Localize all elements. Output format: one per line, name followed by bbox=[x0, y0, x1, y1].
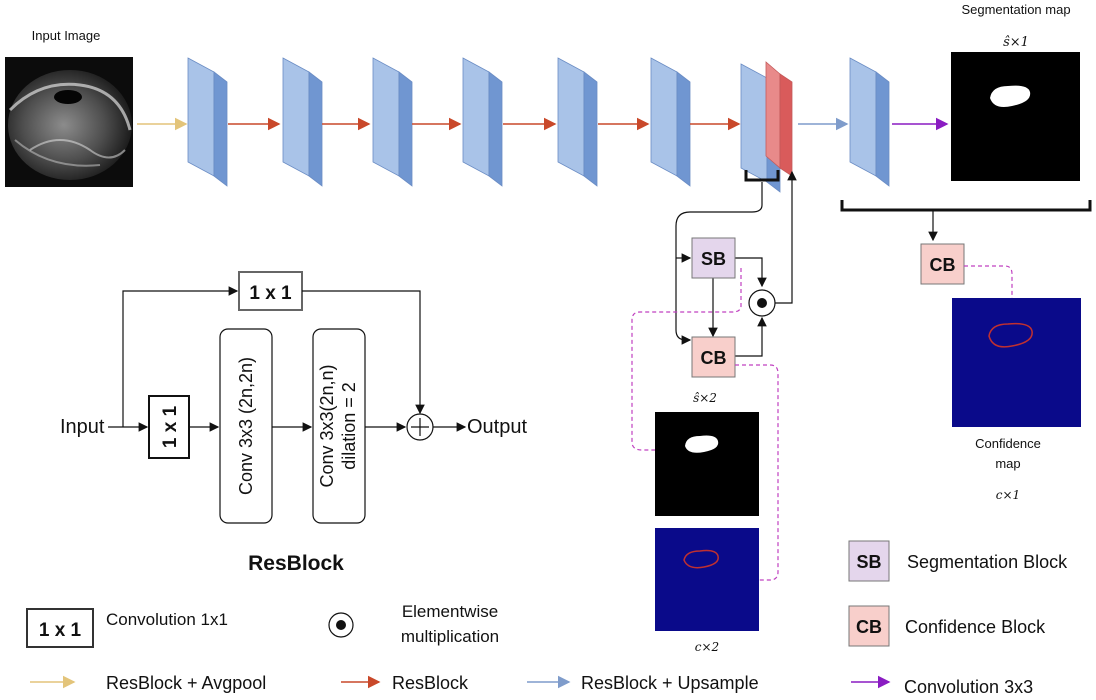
confidence-map-x2-image bbox=[655, 528, 759, 631]
resblock-conv-b-box bbox=[312, 328, 366, 524]
legend-elementwise-icon bbox=[328, 612, 354, 638]
elementwise-multiplication-node bbox=[748, 289, 776, 317]
segmentation-map-label: Segmentation map bbox=[961, 2, 1070, 17]
segmentation-map-x2-image bbox=[655, 412, 759, 516]
legend-elementwise-line1: Elementwise bbox=[402, 602, 498, 621]
segmentation-block: SB bbox=[691, 237, 736, 279]
confidence-block-right: CB bbox=[920, 243, 965, 285]
resblock-add-node bbox=[406, 413, 434, 441]
sb-label: SB bbox=[701, 249, 726, 269]
resblock-skip-1x1-label: 1 x 1 bbox=[249, 283, 292, 304]
resblock-title: ResBlock bbox=[248, 552, 344, 575]
legend-sb-text: Segmentation Block bbox=[907, 552, 1068, 572]
legend-sb-box bbox=[848, 540, 890, 582]
legend-arrow-avgpool-label: ResBlock + Avgpool bbox=[106, 673, 266, 693]
feature-layer-side bbox=[583, 71, 598, 187]
feature-layer bbox=[372, 57, 400, 177]
sb-to-mult-arrow bbox=[735, 257, 767, 288]
feature-layer-side bbox=[213, 71, 228, 187]
feature-layer bbox=[187, 57, 215, 177]
cb-to-cmap-dashed bbox=[735, 364, 779, 581]
encoder-layers bbox=[187, 57, 890, 193]
cb-to-confmap-dashed bbox=[964, 265, 1013, 298]
legend-cb-box bbox=[848, 605, 890, 647]
legend-arrow-conv3x3-label: Convolution 3x3 bbox=[904, 677, 1033, 697]
sb-to-smap-dashed bbox=[631, 268, 742, 451]
legend-arrow-resblock-label: ResBlock bbox=[392, 673, 469, 693]
resblock-conv-a-label: Conv 3x3 (2n,2n) bbox=[236, 357, 256, 495]
concat-feature-layer bbox=[765, 61, 781, 169]
skip-to-cb-line bbox=[675, 182, 763, 345]
feature-layer bbox=[650, 57, 678, 177]
legend: 1 x 1 Convolution 1x1 Elementwise multip… bbox=[26, 540, 1068, 697]
resblock-skip-1x1-box bbox=[238, 271, 303, 311]
s-hat-x1-label: ŝ×1 bbox=[1003, 35, 1029, 50]
confidence-block-mid: CB bbox=[691, 336, 736, 378]
confidence-map-image bbox=[952, 298, 1081, 427]
resblock-conv1x1-label: 1 x 1 bbox=[160, 405, 181, 448]
feature-layer bbox=[557, 57, 585, 177]
feature-layer bbox=[740, 63, 768, 183]
input-image-label: Input Image bbox=[32, 28, 101, 43]
legend-arrow-upsample-label: ResBlock + Upsample bbox=[581, 673, 759, 693]
concat-feature-layer-side bbox=[779, 73, 793, 177]
input-ultrasound-image bbox=[5, 57, 133, 187]
cb-to-mult-arrow bbox=[735, 316, 767, 357]
legend-elementwise-line2: multiplication bbox=[401, 627, 499, 646]
feature-layer-side bbox=[875, 71, 890, 187]
resblock-conv-b-label-2: dilation = 2 bbox=[339, 382, 359, 470]
legend-sb-box-label: SB bbox=[856, 552, 881, 572]
decoder-bracket bbox=[840, 200, 1092, 212]
s-hat-x2-label: ŝ×2 bbox=[693, 391, 717, 405]
cb-label: CB bbox=[930, 255, 956, 275]
legend-cb-box-label: CB bbox=[856, 617, 882, 637]
legend-cb-text: Confidence Block bbox=[905, 617, 1046, 637]
resblock-conv-b-label-1: Conv 3x3(2n,n) bbox=[317, 364, 337, 487]
mult-to-layer-arrow bbox=[775, 170, 797, 304]
confidence-map-label-line2: map bbox=[995, 456, 1020, 471]
resblock-diagram: Input 1 x 1 1 x 1 Conv 3x3 (2n,2n) Conv … bbox=[60, 271, 527, 575]
feature-layer-side bbox=[308, 71, 323, 187]
segmentation-map-image bbox=[951, 52, 1080, 181]
feature-layer-side bbox=[398, 71, 413, 187]
feature-layer bbox=[849, 57, 877, 177]
c-x1-label: c×1 bbox=[996, 488, 1020, 502]
resblock-output-label: Output bbox=[467, 416, 527, 438]
legend-conv1x1-box-label: 1 x 1 bbox=[39, 620, 82, 641]
feature-layer bbox=[282, 57, 310, 177]
cb-label: CB bbox=[701, 348, 727, 368]
c-x2-label: c×2 bbox=[695, 640, 719, 654]
confidence-map-label-line1: Confidence bbox=[975, 436, 1041, 451]
feature-layer-side bbox=[676, 71, 691, 187]
feature-layer-side bbox=[488, 71, 503, 187]
resblock-conv-a-box bbox=[219, 328, 273, 524]
legend-conv1x1-box bbox=[26, 608, 94, 648]
skip-bracket bbox=[744, 170, 780, 182]
feature-layer bbox=[462, 57, 490, 177]
legend-conv1x1-text: Convolution 1x1 bbox=[106, 610, 228, 629]
resblock-input-label: Input bbox=[60, 416, 105, 438]
